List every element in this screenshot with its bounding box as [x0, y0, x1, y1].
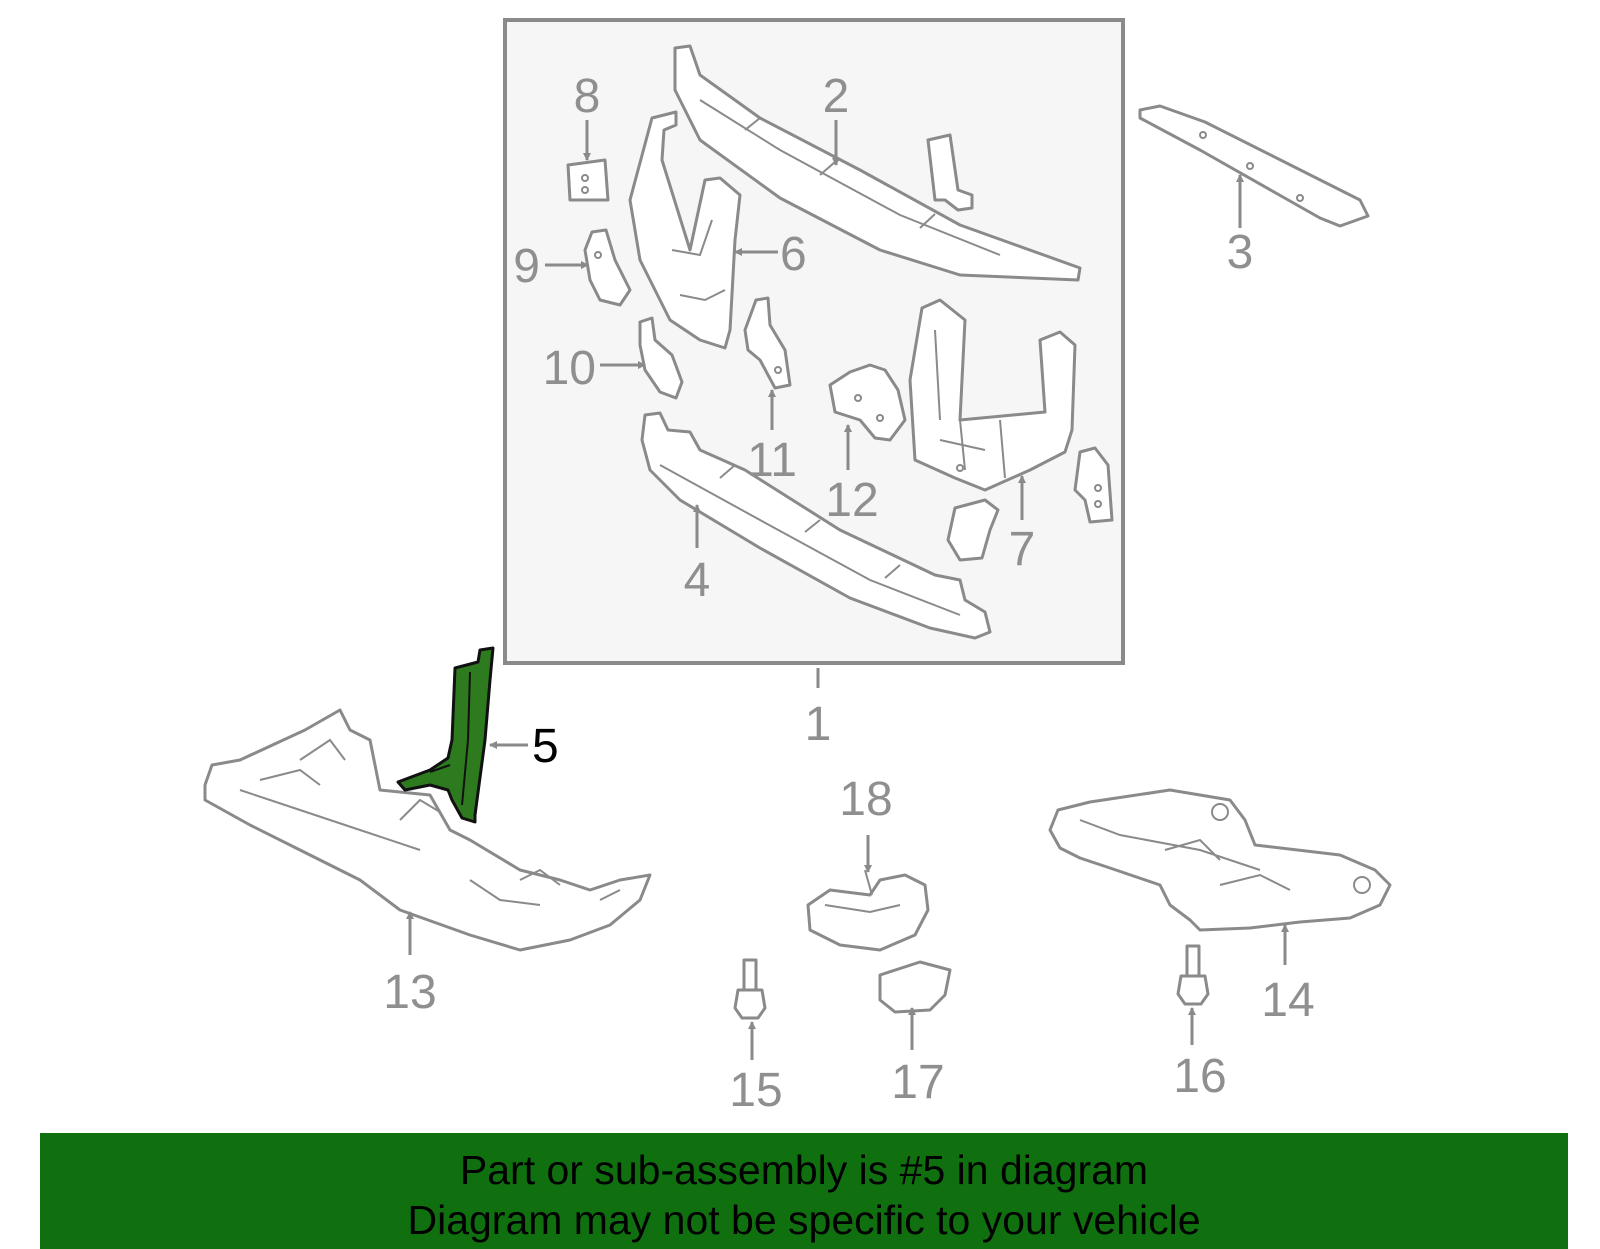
callout-4: 4 [684, 554, 711, 607]
callout-9: 9 [513, 240, 540, 293]
part-11-bracket[interactable] [743, 296, 792, 390]
callout-3: 3 [1227, 226, 1254, 279]
callout-5: 5 [532, 720, 559, 773]
leader-lines [406, 120, 1289, 1060]
part-13-under-cover[interactable] [203, 708, 652, 952]
callout-6: 6 [780, 228, 807, 281]
callout-8: 8 [574, 70, 601, 123]
part-15-bolt[interactable] [733, 958, 767, 1020]
part-14-under-cover[interactable] [1048, 788, 1392, 932]
callout-12: 12 [825, 474, 878, 527]
callout-16: 16 [1173, 1050, 1226, 1103]
part-16-bolt[interactable] [1176, 944, 1210, 1006]
callout-18: 18 [839, 773, 892, 826]
part-8-bracket[interactable] [566, 158, 610, 202]
info-banner: Part or sub-assembly is #5 in diagram Di… [40, 1133, 1568, 1249]
part-10-bracket[interactable] [638, 316, 684, 400]
callout-11: 11 [747, 434, 797, 487]
part-6-left-upright[interactable] [628, 110, 742, 350]
banner-line-1: Part or sub-assembly is #5 in diagram [459, 1147, 1149, 1193]
callout-2: 2 [823, 70, 850, 123]
callout-14: 14 [1261, 974, 1314, 1027]
part-7-right-upright[interactable] [908, 298, 1114, 562]
callout-13: 13 [383, 966, 436, 1019]
callout-10: 10 [543, 342, 596, 395]
part-2-upper-support[interactable] [673, 44, 1082, 282]
callout-7: 7 [1009, 523, 1036, 576]
part-17-clip[interactable] [878, 960, 952, 1014]
part-5-highlighted[interactable] [396, 646, 495, 824]
part-9-bracket[interactable] [583, 228, 632, 307]
banner-line-2: Diagram may not be specific to your vehi… [407, 1197, 1201, 1243]
part-3-top-bar[interactable] [1138, 104, 1370, 228]
part-18-bracket[interactable] [806, 869, 930, 952]
callout-17: 17 [891, 1056, 944, 1109]
callout-labels: 1 2 3 4 5 6 7 8 9 10 11 12 13 14 15 16 1… [383, 70, 1314, 1117]
part-12-bracket[interactable] [828, 363, 907, 442]
callout-1: 1 [805, 698, 832, 751]
callout-15: 15 [729, 1064, 782, 1117]
